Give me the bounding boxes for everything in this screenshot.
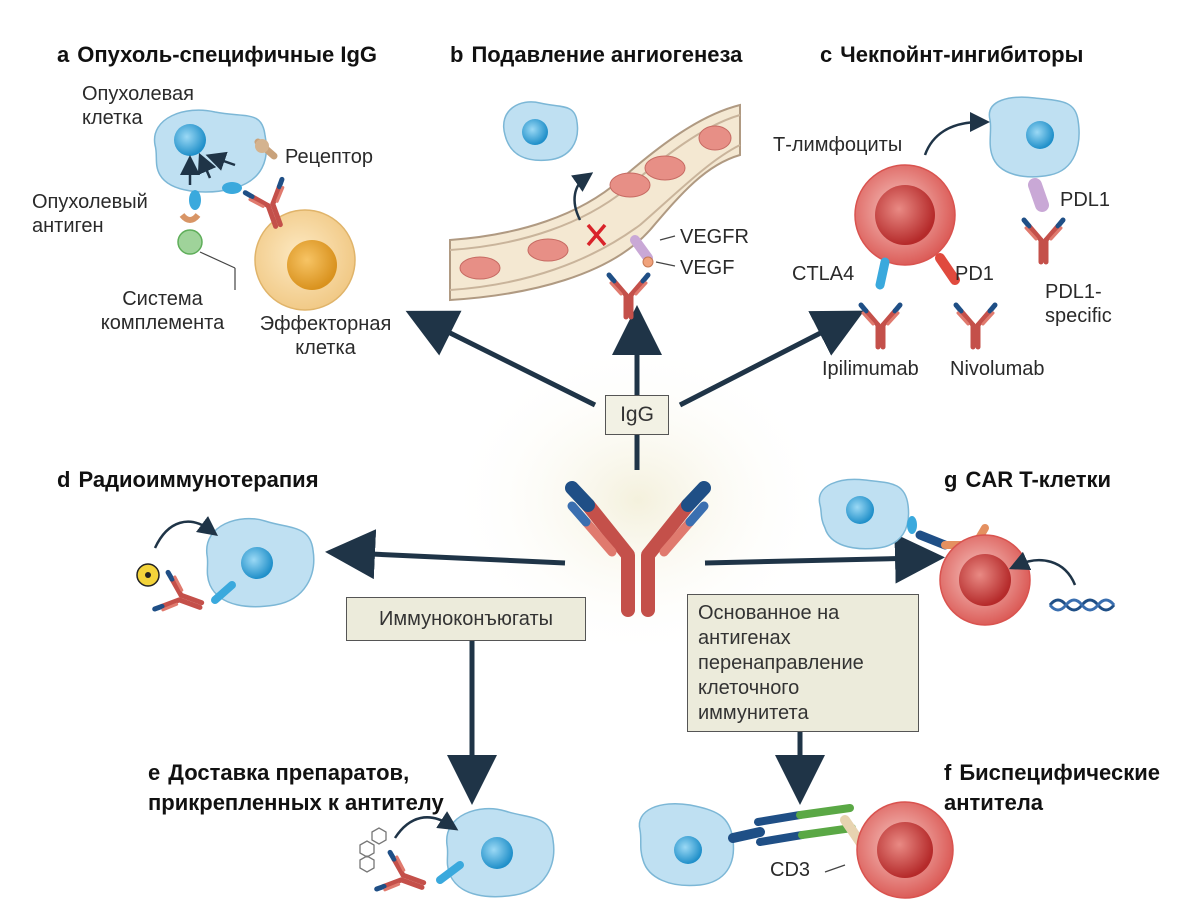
label-t-cells: Т-лимфоциты	[773, 134, 903, 156]
panel-title: Чекпойнт-ингибиторы	[840, 42, 1084, 67]
label-vegfr: VEGFR	[680, 226, 749, 248]
panel-b-illustration	[449, 101, 741, 317]
label-complement: Система комплемента	[100, 288, 225, 334]
panel-letter: b	[450, 42, 464, 67]
panel-title: Опухоль-специфичные IgG	[77, 42, 377, 67]
panel-letter: c	[820, 42, 833, 67]
panel-d-heading: d Радиоиммунотерапия	[57, 466, 319, 494]
panel-g-heading: g CAR T-клетки	[944, 466, 1111, 494]
panel-f-illustration	[638, 801, 954, 899]
panel-letter: e	[148, 760, 161, 785]
panel-b-heading: b Подавление ангиогенеза	[450, 41, 742, 69]
panel-title: Подавление ангиогенеза	[471, 42, 743, 67]
label-tumor-cell: Опухолевая клетка	[82, 83, 194, 129]
label-pd1: PD1	[955, 263, 994, 285]
label-nivolumab: Nivolumab	[950, 358, 1045, 380]
panel-letter: a	[57, 42, 70, 67]
label-effector-cell: Эффекторная клетка	[259, 313, 392, 359]
label-vegf: VEGF	[680, 257, 735, 279]
panel-c-heading: c Чекпойнт-ингибиторы	[820, 41, 1083, 69]
igg-box: IgG	[605, 395, 669, 435]
panel-letter: d	[57, 467, 71, 492]
label-cd3: CD3	[770, 859, 811, 881]
panel-d-illustration	[136, 516, 315, 624]
panel-c-illustration	[854, 96, 1080, 347]
label-pdl1: PDL1	[1060, 189, 1111, 211]
central-antibody	[565, 481, 711, 617]
label-tumor-antigen: Опухолевый антиген	[32, 191, 148, 237]
panel-letter: f	[944, 760, 952, 785]
panel-a-heading: a Опухоль-специфичные IgG	[57, 41, 377, 69]
immunoconjugates-box: Иммуноконъюгаты	[346, 597, 586, 641]
redirect-box: Основанное на антигенах перенаправление …	[687, 594, 919, 732]
label-pdl1-specific: PDL1-specific	[1045, 281, 1112, 327]
panel-a-illustration	[153, 109, 356, 311]
panel-title: Радиоиммунотерапия	[78, 467, 319, 492]
panel-title: Биспецифические антитела	[944, 760, 1160, 815]
panel-title: CAR T-клетки	[965, 467, 1111, 492]
label-receptor: Рецептор	[285, 146, 373, 168]
panel-g-illustration	[818, 478, 1116, 626]
panel-title: Доставка препаратов, прикрепленных к ант…	[148, 760, 444, 815]
panel-e-illustration	[359, 807, 555, 904]
label-ipilimumab: Ipilimumab	[822, 358, 919, 380]
label-ctla4: CTLA4	[792, 263, 855, 285]
panel-letter: g	[944, 467, 958, 492]
